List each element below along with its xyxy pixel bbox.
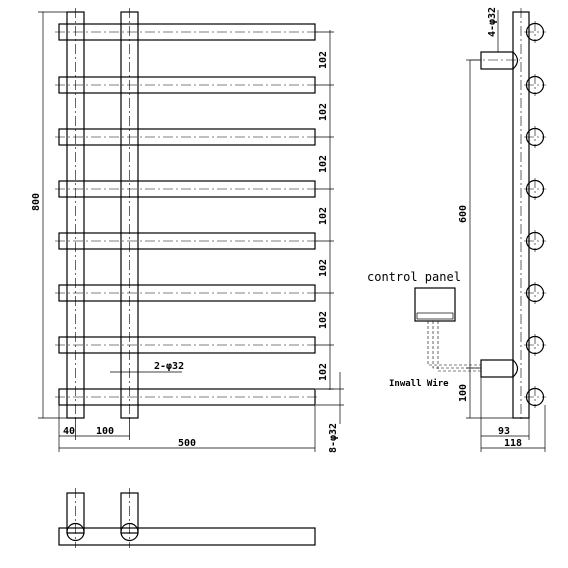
spacing-label-7: 102	[318, 363, 329, 381]
height-label: 800	[31, 193, 42, 211]
spacing-label-2: 102	[318, 103, 329, 121]
inwall-wire-label: Inwall Wire	[389, 378, 449, 389]
spacing-label-1: 102	[318, 51, 329, 69]
spacing-label-5: 102	[318, 259, 329, 277]
control-panel-box	[414, 287, 456, 322]
spacing-label-3: 102	[318, 155, 329, 173]
bottom-height-label: 100	[458, 384, 469, 402]
front-view: 102 102 102 102 102 102 102 8-φ32 800 2-…	[31, 8, 344, 453]
side-view: 4-φ32 600 100 93 118 control panel Inwal…	[367, 7, 546, 452]
plan-view	[58, 488, 316, 548]
top-pipe-label: 4-φ32	[487, 7, 498, 37]
control-panel-label: control panel	[367, 270, 461, 284]
width-label: 500	[178, 438, 196, 449]
spacing-label-6: 102	[318, 311, 329, 329]
depth-label-2: 118	[504, 438, 522, 449]
bottom-pipe-label: 8-φ32	[328, 423, 339, 453]
mount-height-label: 600	[458, 205, 469, 223]
depth-label-1: 93	[498, 426, 510, 437]
rungs	[55, 23, 320, 406]
offset-label: 40	[63, 426, 75, 437]
spacing-label-4: 102	[318, 207, 329, 225]
post-spacing-label: 100	[96, 426, 114, 437]
pipe-label: 2-φ32	[154, 361, 184, 372]
